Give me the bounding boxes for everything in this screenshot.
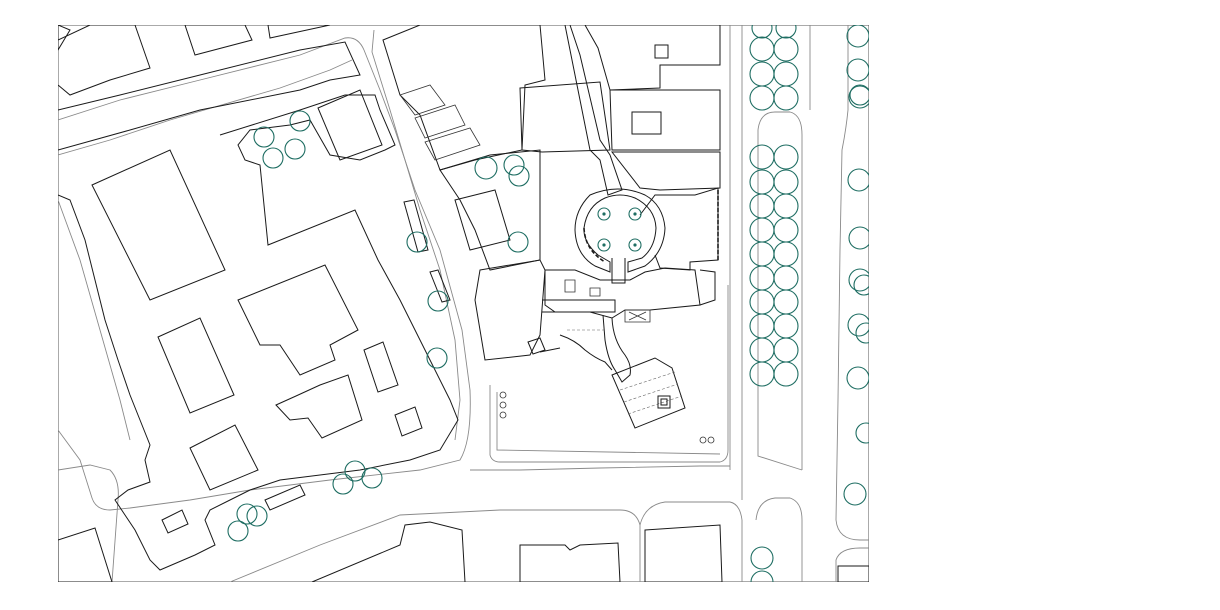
tree-symbol bbox=[406, 231, 428, 253]
tree-symbol bbox=[846, 58, 869, 82]
buildings-top-middle bbox=[382, 25, 721, 361]
tree-symbol bbox=[227, 520, 249, 542]
map-frame bbox=[58, 25, 869, 582]
buildings-left bbox=[58, 25, 459, 582]
tree-symbol bbox=[848, 226, 869, 250]
tree-symbol bbox=[848, 268, 869, 292]
tree-symbol bbox=[773, 36, 799, 62]
tree-symbol bbox=[253, 126, 275, 148]
tree-symbol bbox=[853, 274, 869, 296]
tree-symbol bbox=[847, 168, 869, 192]
column-dot bbox=[633, 243, 637, 247]
tree-symbol bbox=[332, 473, 354, 495]
tree-symbol bbox=[773, 361, 799, 387]
tree-symbol bbox=[846, 25, 869, 48]
tree-symbol bbox=[284, 138, 306, 160]
tree-symbol bbox=[846, 366, 869, 390]
tree-symbol bbox=[507, 231, 529, 253]
tree-symbols bbox=[227, 25, 869, 582]
tree-symbol bbox=[750, 546, 774, 570]
column-dots bbox=[597, 207, 642, 252]
tree-symbol bbox=[474, 156, 498, 180]
courtyard-tree bbox=[628, 238, 642, 252]
tree-symbol bbox=[262, 147, 284, 169]
column-dot bbox=[602, 212, 606, 216]
tree-symbol bbox=[775, 25, 797, 39]
tree-symbol bbox=[246, 505, 268, 527]
tree-symbol bbox=[503, 154, 525, 176]
courtyard-tree bbox=[597, 207, 611, 221]
courtyard-tree bbox=[597, 238, 611, 252]
column-dot bbox=[633, 212, 637, 216]
tree-symbol bbox=[508, 165, 530, 187]
tree-symbol bbox=[289, 110, 311, 132]
buildings-bottom bbox=[311, 521, 869, 582]
tree-symbol bbox=[361, 467, 383, 489]
tree-symbol bbox=[751, 25, 773, 39]
courtyard-tree bbox=[628, 207, 642, 221]
tree-symbol bbox=[855, 322, 869, 344]
tree-symbol bbox=[849, 84, 869, 106]
tree-symbol bbox=[773, 85, 799, 111]
tree-symbol bbox=[236, 503, 258, 525]
column-dot bbox=[602, 243, 606, 247]
tree-symbol bbox=[847, 313, 869, 337]
tree-symbol bbox=[426, 347, 448, 369]
main-building bbox=[499, 187, 719, 444]
tree-symbol bbox=[855, 422, 869, 444]
tree-symbol bbox=[427, 290, 449, 312]
tree-symbol bbox=[750, 570, 774, 582]
road-curbs bbox=[58, 25, 869, 582]
tree-symbol bbox=[843, 482, 867, 506]
tree-symbol bbox=[773, 144, 799, 170]
tree-symbol bbox=[848, 85, 869, 109]
